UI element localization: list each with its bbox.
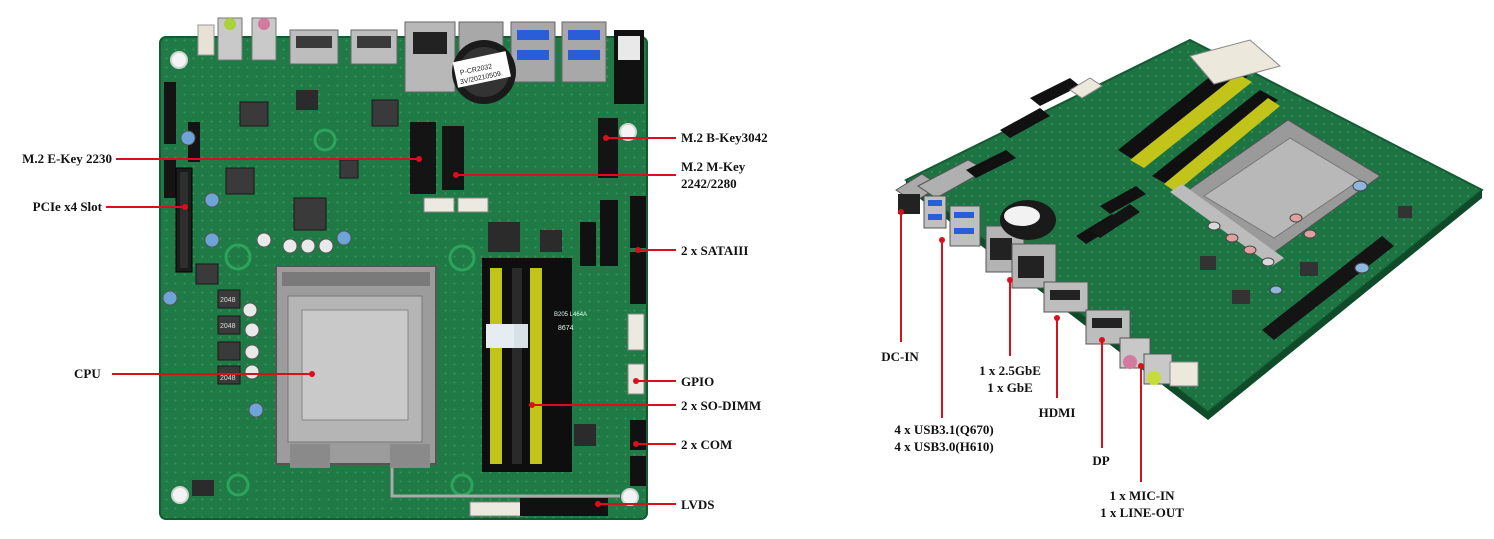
callout-audio <box>1140 366 1142 482</box>
choke-text-b: 2048 <box>220 323 236 330</box>
callout-dot <box>309 371 315 377</box>
label-sodimm: 2 x SO-DIMM <box>681 398 762 413</box>
callout-dot <box>416 156 422 162</box>
label-sticker <box>486 324 514 348</box>
label-sata: 2 x SATAIII <box>681 243 749 258</box>
cpu-socket <box>275 265 620 498</box>
mounting-holes <box>170 51 639 506</box>
callout-pcie <box>106 206 186 208</box>
callout-dot <box>939 237 945 243</box>
callout-dot <box>1138 363 1144 369</box>
callout-dot <box>1007 277 1013 283</box>
callout-dot <box>603 135 609 141</box>
label-dp: DP <box>1092 453 1110 468</box>
choke-text-a: 2048 <box>220 297 236 304</box>
label-pcie: PCIe x4 Slot <box>32 199 102 214</box>
label-lan-line1: 1 x 2.5GbE <box>979 363 1041 378</box>
label-audio-line2: 1 x LINE-OUT <box>1100 505 1184 520</box>
callout-m2-ekey <box>116 158 420 160</box>
chip-text: 8674 <box>558 325 574 332</box>
choke-text-c: 2048 <box>220 375 236 382</box>
label-m2-mkey-line2: 2242/2280 <box>681 176 737 191</box>
iso-dimm <box>1118 64 1280 192</box>
callout-m2-mkey <box>456 174 676 176</box>
callout-sodimm <box>532 404 676 406</box>
label-com: 2 x COM <box>681 437 733 452</box>
cmos-battery <box>452 40 516 104</box>
left-headers <box>164 82 200 198</box>
capacitors <box>162 130 352 418</box>
callout-dot <box>1054 315 1060 321</box>
callout-sata <box>638 249 676 251</box>
sodimm-slots <box>482 258 572 472</box>
callout-lan <box>1009 280 1011 356</box>
label-usb-line1: 4 x USB3.1(Q670) <box>894 422 994 437</box>
callout-gpio <box>636 380 676 382</box>
label-m2-ekey: M.2 E-Key 2230 <box>22 151 112 166</box>
callout-cpu <box>112 373 312 375</box>
iso-chokes <box>1200 206 1412 304</box>
callout-dot <box>635 247 641 253</box>
label-audio-line1: 1 x MIC-IN <box>1109 488 1175 503</box>
callout-dot <box>1099 337 1105 343</box>
callout-usb <box>941 240 943 418</box>
callout-m2-bkey <box>606 137 676 139</box>
callout-dcin <box>900 212 902 342</box>
callout-hdmi <box>1056 318 1058 398</box>
label-lvds: LVDS <box>681 497 715 512</box>
iso-pcie-slot <box>1262 236 1394 340</box>
callout-dot <box>633 378 639 384</box>
iso-m2-slot <box>1090 204 1140 238</box>
black-headers <box>520 196 646 516</box>
callout-dot <box>453 172 459 178</box>
callout-dot <box>595 501 601 507</box>
label-m2-mkey-line1: M.2 M-Key <box>681 159 746 174</box>
label-gpio: GPIO <box>681 374 715 389</box>
label-cpu: CPU <box>74 366 101 381</box>
callout-dot <box>182 204 188 210</box>
callout-com <box>636 443 676 445</box>
label-m2-bkey: M.2 B-Key3042 <box>681 130 768 145</box>
label-lan-line2: 1 x GbE <box>987 380 1033 395</box>
label-dcin: DC-IN <box>881 349 919 364</box>
callout-dot <box>633 441 639 447</box>
callout-dot <box>898 209 904 215</box>
callout-dot <box>529 402 535 408</box>
power-chokes <box>195 99 399 385</box>
sodimm-text: B205 L464A <box>554 312 587 318</box>
callout-lvds <box>598 503 676 505</box>
iso-white-headers <box>1069 39 1282 99</box>
label-hdmi: HDMI <box>1038 405 1076 420</box>
iso-capacitors <box>1207 180 1370 295</box>
callout-dp <box>1101 340 1103 448</box>
misc-chips <box>192 90 596 496</box>
label-usb-line2: 4 x USB3.0(H610) <box>894 439 994 454</box>
iso-cpu-socket <box>1170 119 1381 266</box>
